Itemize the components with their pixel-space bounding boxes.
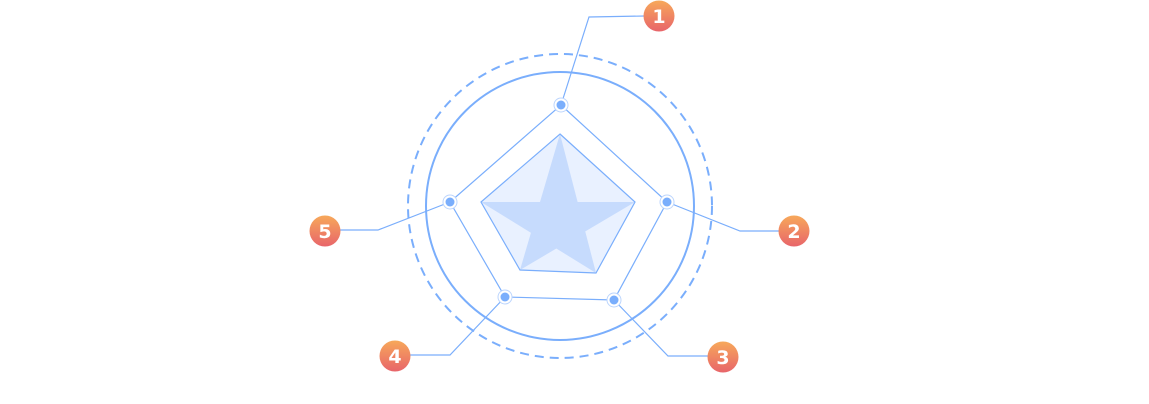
badge-label: 3 [716, 347, 729, 369]
badge-3: 3 [707, 341, 739, 373]
badge-1: 1 [643, 0, 675, 32]
nodes [442, 97, 675, 308]
node-4 [497, 289, 513, 305]
node-5 [442, 194, 458, 210]
node-pentagon [449, 104, 668, 301]
node-1 [553, 97, 569, 113]
badge-2: 2 [778, 215, 810, 247]
badge-label: 2 [787, 221, 800, 243]
badge-4: 4 [379, 340, 411, 372]
badge-label: 4 [388, 346, 401, 368]
node-3 [606, 292, 622, 308]
leader-line-5 [340, 201, 451, 231]
inner-star [481, 134, 635, 273]
node-2 [659, 194, 675, 210]
outer-dashed-ring [407, 53, 713, 359]
inner-ring [425, 71, 695, 341]
badge-label: 5 [318, 221, 331, 243]
badge-5: 5 [309, 215, 341, 247]
leader-line-1 [560, 15, 646, 106]
leader-line-2 [666, 201, 780, 232]
badge-label: 1 [652, 6, 665, 28]
leader-line-3 [613, 299, 709, 357]
